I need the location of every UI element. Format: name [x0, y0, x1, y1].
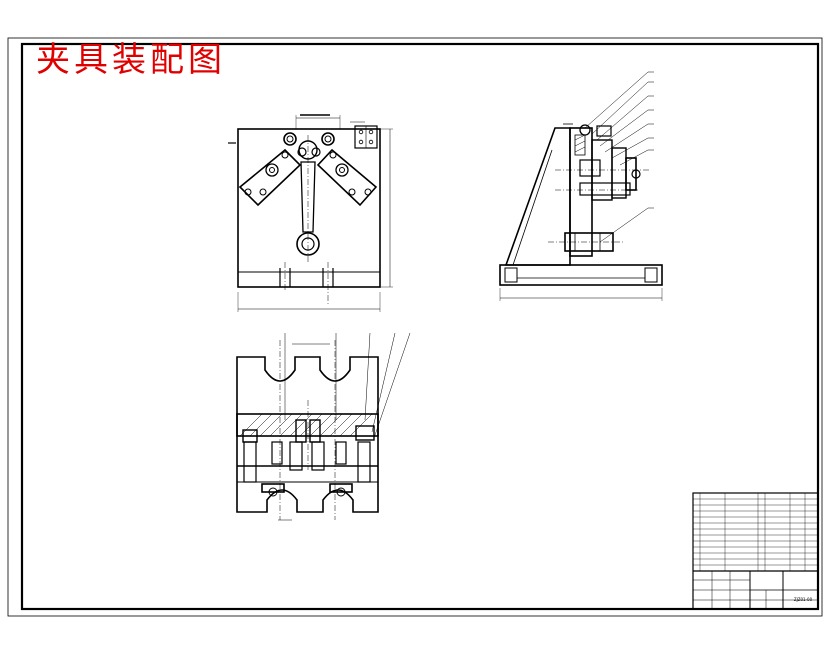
side-view [499, 71, 663, 301]
front-view [228, 114, 393, 312]
drawing-number: ZJZ01-00 [793, 597, 813, 602]
title-block [692, 492, 819, 610]
outer-frame [7, 37, 823, 617]
top-view [236, 332, 411, 521]
drawing-title: 夹具装配图 [36, 40, 226, 80]
inner-frame [20, 42, 820, 611]
